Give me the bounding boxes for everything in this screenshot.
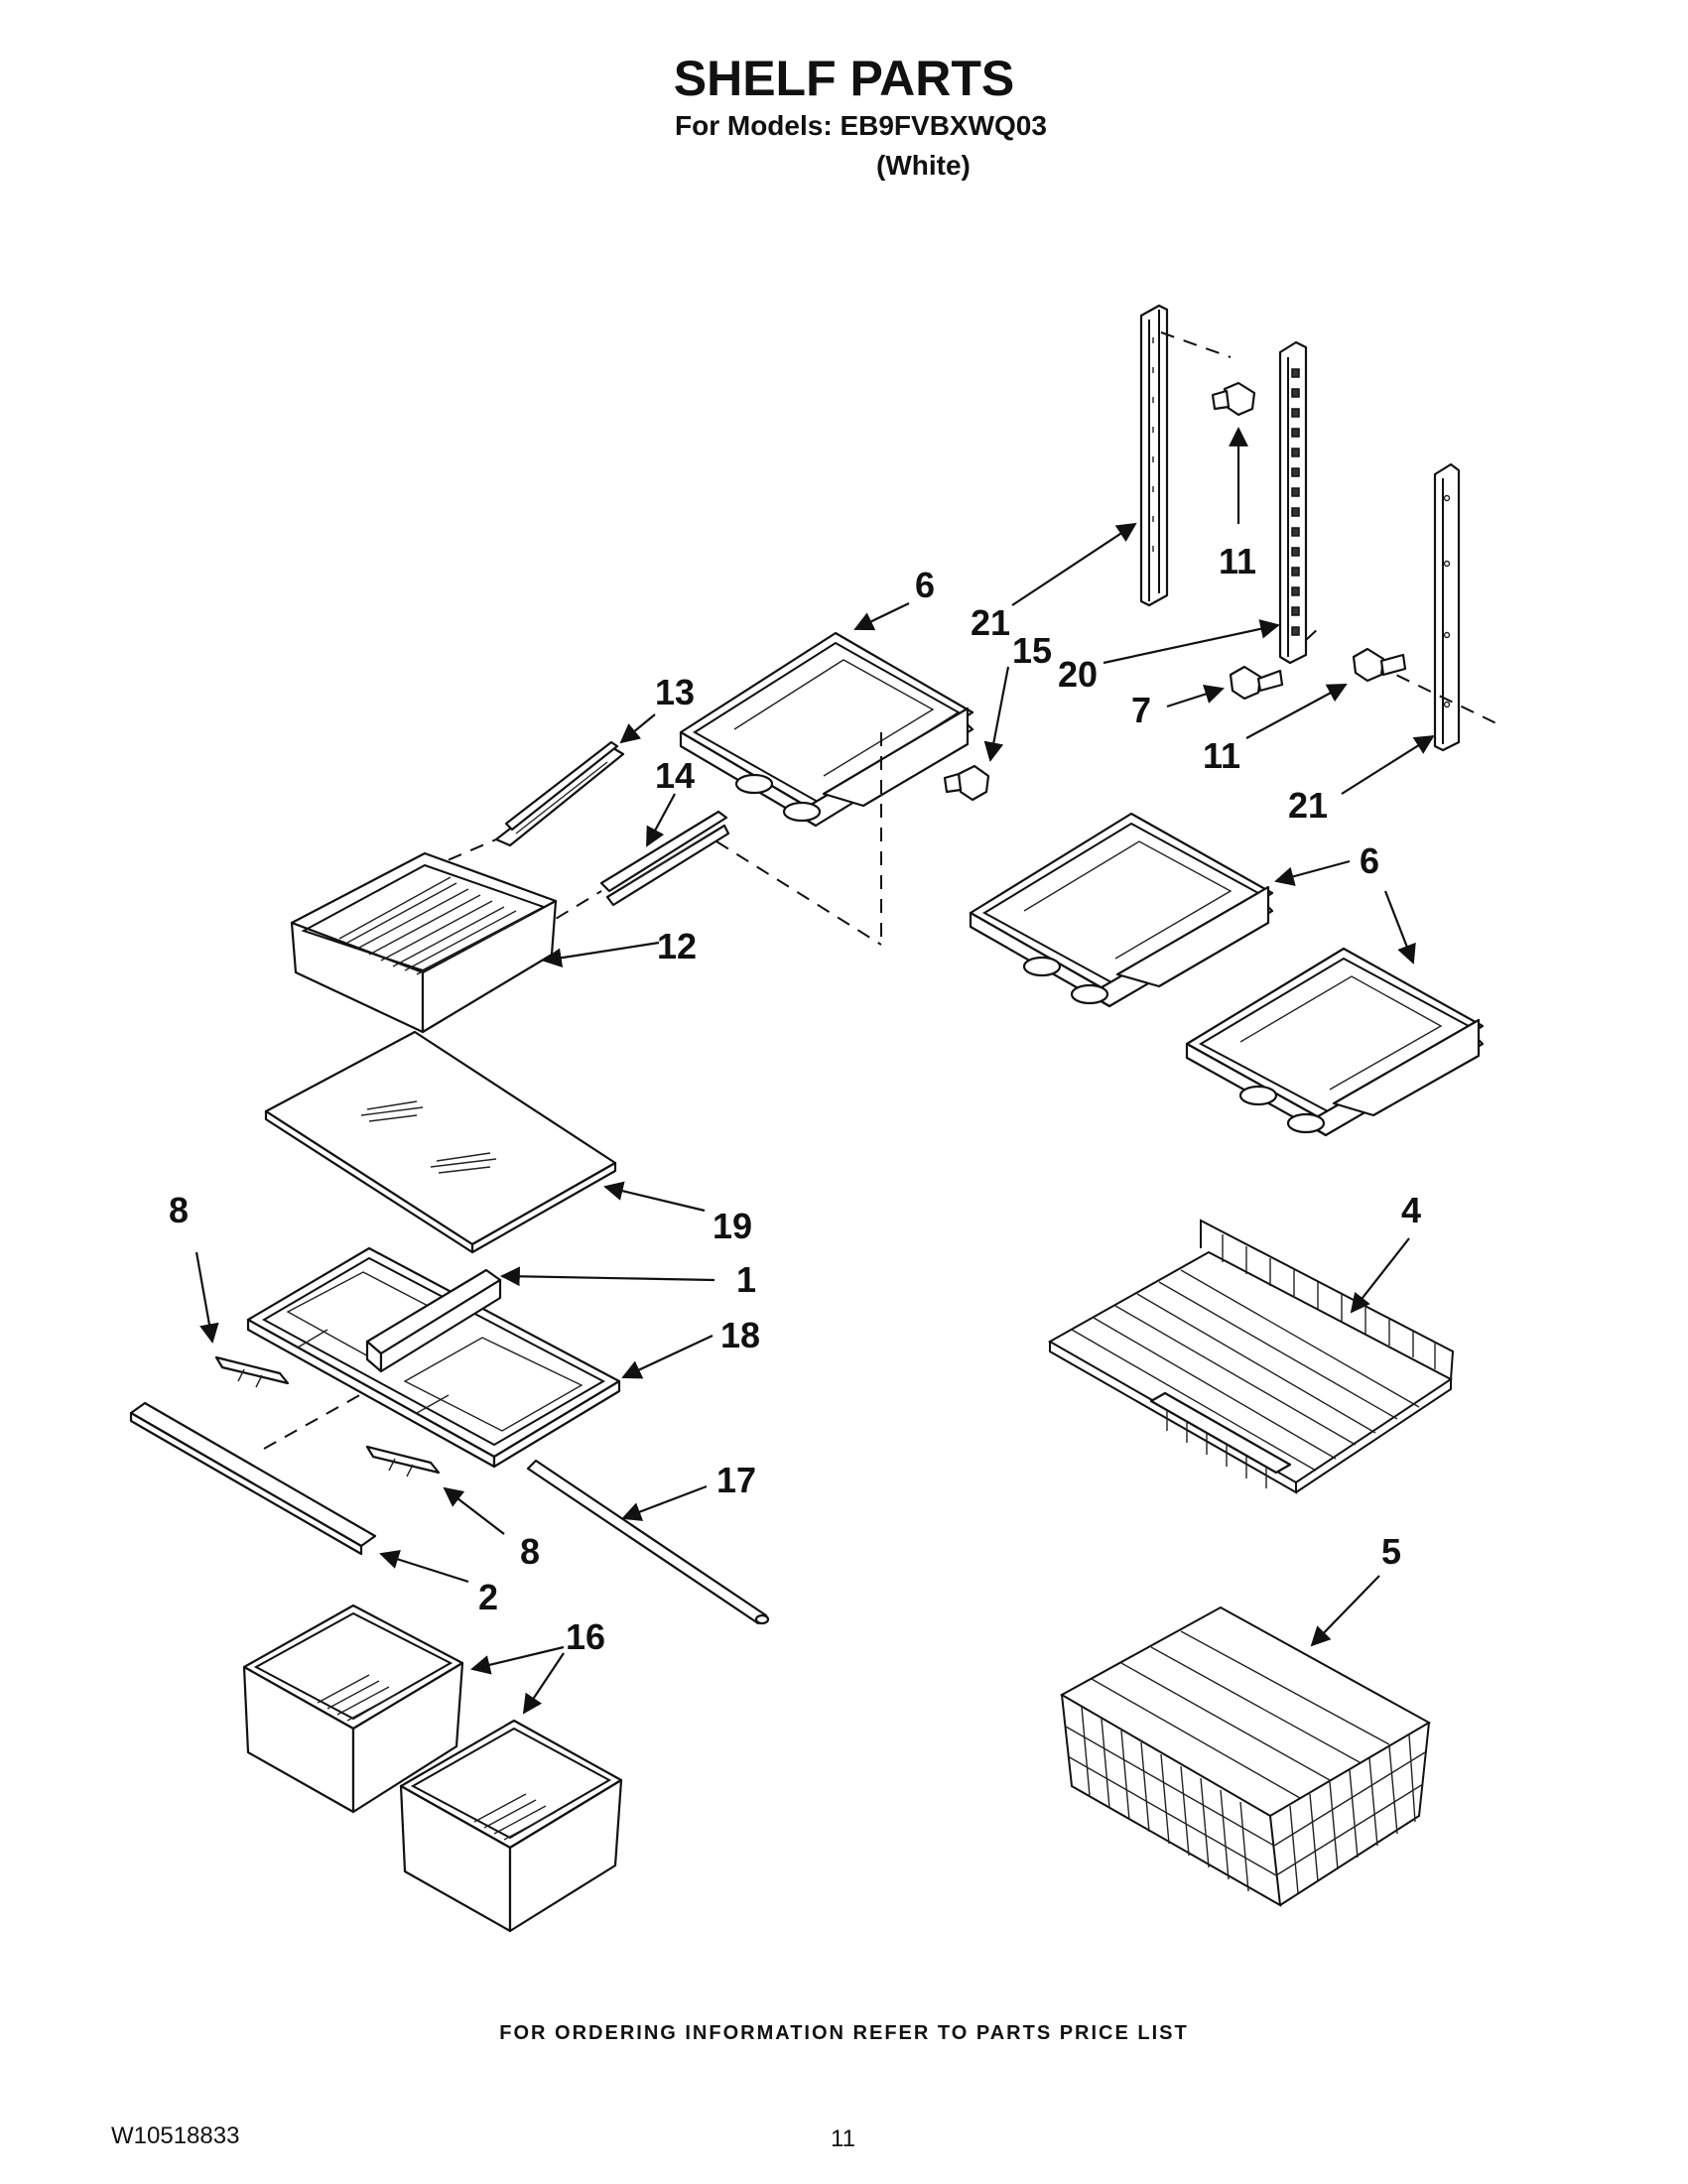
callout-18: 18 [720, 1315, 760, 1355]
callout-12: 12 [657, 926, 697, 966]
clip-part-8-left [214, 1355, 290, 1388]
callout-13: 13 [655, 672, 695, 712]
rod-part-17 [526, 1459, 770, 1625]
callout-2: 2 [478, 1577, 498, 1617]
models-line: For Models: EB9FVBXWQ03 [675, 110, 1047, 141]
callout-6-right: 6 [1360, 840, 1379, 881]
document-id: W10518833 [111, 2122, 240, 2149]
callout-8-right: 8 [520, 1531, 540, 1572]
slide-part-14 [599, 810, 730, 907]
screw-part-11-upper [1211, 381, 1256, 417]
wire-basket-part-5 [1059, 1606, 1432, 1907]
callout-14: 14 [655, 755, 695, 796]
callout-11-lower: 11 [1203, 735, 1240, 776]
callout-20: 20 [1058, 654, 1098, 695]
callout-5: 5 [1381, 1531, 1401, 1572]
shelf-part-6-middle [969, 812, 1274, 1008]
rail-part-21-lower [1433, 462, 1461, 752]
callout-7: 7 [1131, 690, 1151, 730]
rail-part-21-upper [1139, 304, 1169, 607]
callout-19: 19 [713, 1206, 752, 1246]
cover-frame-part-18 [246, 1246, 621, 1469]
drawer-part-12 [290, 851, 558, 1034]
shelf-part-6-lower [1185, 947, 1485, 1137]
crisper-part-16-left [242, 1604, 464, 1814]
color-line: (White) [876, 150, 971, 181]
callout-15: 15 [1012, 630, 1052, 671]
callout-1: 1 [736, 1259, 756, 1300]
trim-part-2 [129, 1401, 377, 1556]
glass-shelf-part-19 [264, 1030, 617, 1254]
ordering-note: FOR ORDERING INFORMATION REFER TO PARTS … [499, 2022, 1189, 2044]
wire-shelf-part-4 [1047, 1219, 1455, 1494]
screw-part-7 [1229, 665, 1284, 701]
crisper-part-16-right [399, 1719, 623, 1933]
callout-11-upper: 11 [1219, 541, 1256, 581]
page-number: 11 [831, 2125, 855, 2152]
callout-8-left: 8 [169, 1190, 189, 1230]
callout-4: 4 [1401, 1190, 1421, 1230]
callout-21-upper: 21 [971, 602, 1010, 643]
callout-21-lower: 21 [1288, 785, 1328, 826]
shelf-part-6-top [679, 631, 974, 828]
screw-part-11-lower [1352, 647, 1407, 683]
page-title: SHELF PARTS [673, 51, 1015, 106]
clip-part-8-right [365, 1445, 441, 1477]
callout-6-top: 6 [915, 565, 935, 605]
slide-part-13 [494, 740, 625, 847]
callout-16: 16 [566, 1616, 605, 1657]
callout-17: 17 [716, 1460, 756, 1500]
screw-part-15 [943, 764, 990, 802]
rail-part-20 [1278, 340, 1308, 665]
